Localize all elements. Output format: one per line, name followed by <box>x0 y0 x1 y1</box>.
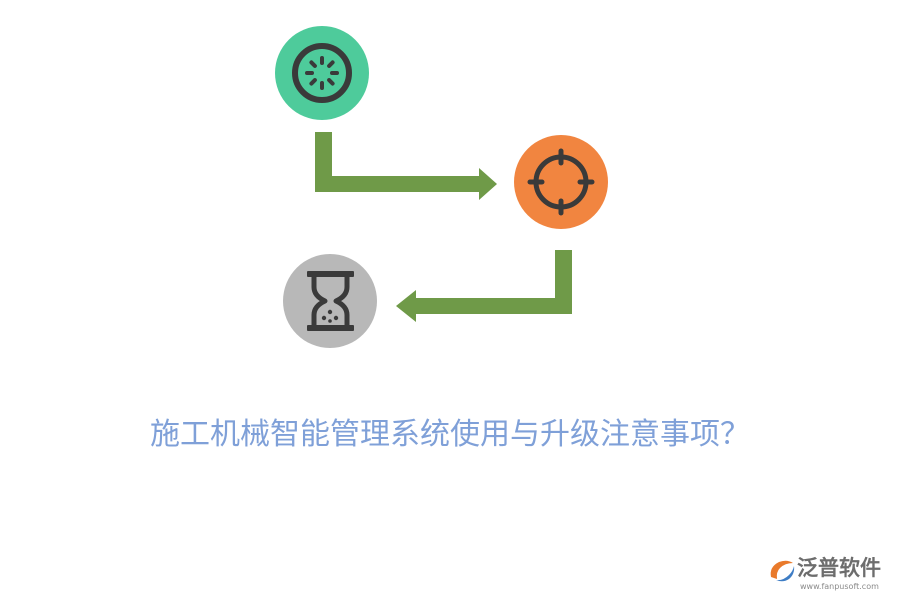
hourglass-icon <box>307 271 354 331</box>
node-target <box>514 135 608 229</box>
diagram-title: 施工机械智能管理系统使用与升级注意事项？ <box>150 417 750 452</box>
brand-name: 泛普软件 <box>797 556 881 580</box>
node-hourglass <box>283 254 377 348</box>
node-dial-circle <box>275 26 369 120</box>
node-target-circle <box>514 135 608 229</box>
node-dial <box>275 26 369 120</box>
brand-url: www.fanpusoft.com <box>800 582 879 591</box>
arrow-node2-to-node3 <box>396 250 572 322</box>
arrow-node1-to-node2 <box>315 132 497 200</box>
dial-icon <box>292 43 352 103</box>
brand-watermark: 泛普软件 www.fanpusoft.com <box>767 555 893 595</box>
crosshair-icon <box>527 148 595 216</box>
brand-logo-icon <box>770 560 795 582</box>
node-hourglass-circle <box>283 254 377 348</box>
